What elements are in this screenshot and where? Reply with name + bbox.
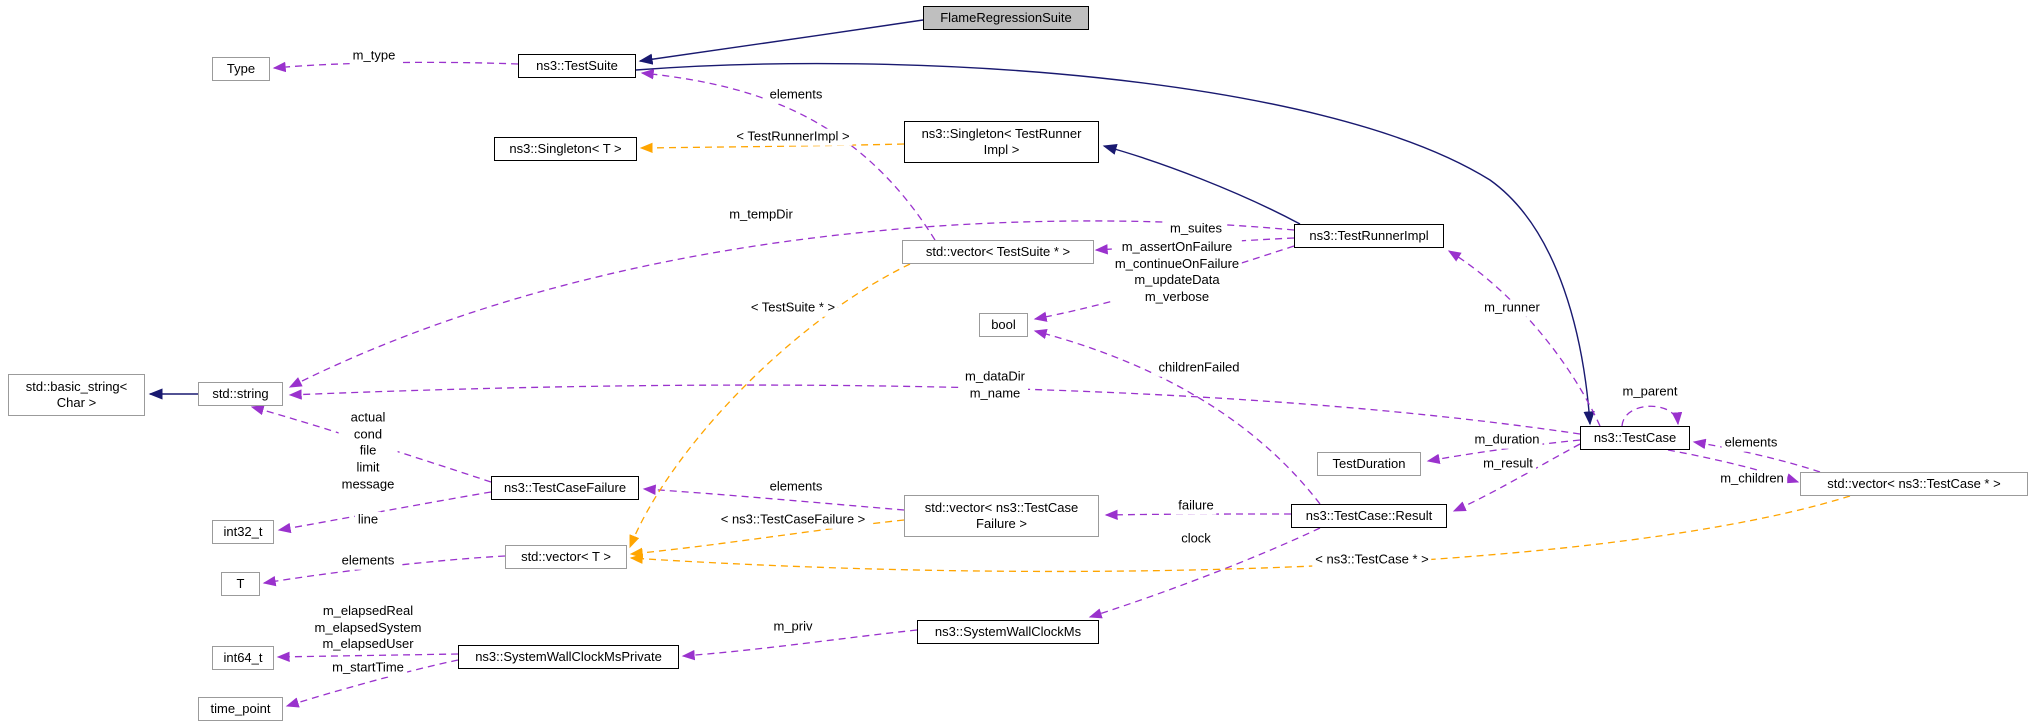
node-label: ns3::SystemWallClockMs xyxy=(934,624,1082,640)
node-flame-regression-suite: FlameRegressionSuite xyxy=(923,6,1089,30)
node-label: ns3::SystemWallClockMsPrivate xyxy=(475,649,662,665)
edge-label-m-suites: m_suites xyxy=(1166,220,1226,238)
edge-label-childrenfailed: childrenFailed xyxy=(1155,359,1243,377)
node-bool: bool xyxy=(979,313,1028,337)
edge-label-line: line xyxy=(354,511,382,529)
node-label: std::string xyxy=(212,386,269,402)
node-label: FlameRegressionSuite xyxy=(940,10,1072,26)
edge-elements-failures xyxy=(642,484,905,511)
node-label: ns3::Singleton< T > xyxy=(509,141,622,157)
node-basic-string: std::basic_string< Char > xyxy=(8,374,145,416)
node-label: std::vector< ns3::TestCase Failure > xyxy=(924,500,1079,531)
node-int64-t: int64_t xyxy=(212,646,274,670)
edge-label-m-priv: m_priv xyxy=(770,618,816,636)
node-type: Type xyxy=(212,57,270,81)
edge-runner-flags xyxy=(1033,245,1295,322)
edge-m-parent-selfloop xyxy=(1621,405,1683,427)
edge-label-failure: failure xyxy=(1175,497,1217,515)
edge-label-m-runner: m_runner xyxy=(1481,299,1543,317)
node-test-case-failure[interactable]: ns3::TestCaseFailure xyxy=(491,476,639,500)
node-test-duration: TestDuration xyxy=(1317,452,1421,476)
node-time-point: time_point xyxy=(198,697,283,721)
edge-label-m-starttime: m_startTime xyxy=(329,659,407,677)
node-test-case[interactable]: ns3::TestCase xyxy=(1580,426,1690,450)
node-t: T xyxy=(221,572,260,596)
edge-m-result xyxy=(1452,443,1581,512)
edge-elements-children xyxy=(1692,438,1821,473)
node-label: std::vector< ns3::TestCase * > xyxy=(1827,476,2001,492)
node-singleton-t[interactable]: ns3::Singleton< T > xyxy=(494,137,637,161)
node-label: ns3::Singleton< TestRunner Impl > xyxy=(921,126,1082,157)
edge-label-m-duration: m_duration xyxy=(1471,431,1543,449)
edge-label-tmpl-test-case-failure: < ns3::TestCaseFailure > xyxy=(717,511,869,529)
edge-label-tmpl-test-case-ptr: < ns3::TestCase * > xyxy=(1312,551,1432,569)
edge-label-tmpl-test-suite-ptr: < TestSuite * > xyxy=(747,299,839,317)
edge-label-elapsed-times: m_elapsedReal m_elapsedSystem m_elapsedU… xyxy=(311,603,425,653)
edge-label-m-parent: m_parent xyxy=(1619,383,1681,401)
edge-inherit-flameregressionsuite-testsuite xyxy=(638,19,924,65)
edge-label-tmpl-test-runner-impl: < TestRunnerImpl > xyxy=(733,128,853,146)
edge-label-elements-children: elements xyxy=(1721,434,1781,452)
node-label: time_point xyxy=(210,701,271,717)
edge-m-duration xyxy=(1426,439,1581,465)
edge-m-tempdir xyxy=(288,220,1295,388)
edge-elapsed-times xyxy=(276,651,459,662)
node-label: ns3::TestSuite xyxy=(536,58,618,74)
node-vector-t: std::vector< T > xyxy=(505,545,627,569)
node-label: std::vector< TestSuite * > xyxy=(925,244,1071,260)
edge-label-m-type: m_type xyxy=(349,47,399,65)
edge-label-m-children: m_children xyxy=(1717,470,1787,488)
edge-tmpl-testcasefailure xyxy=(629,519,905,559)
node-test-suite[interactable]: ns3::TestSuite xyxy=(518,54,636,78)
node-string: std::string xyxy=(198,382,283,406)
node-vector-test-suite: std::vector< TestSuite * > xyxy=(902,240,1094,264)
edge-m-runner xyxy=(1447,250,1601,427)
edge-clock xyxy=(1088,527,1321,619)
edge-label-m-datadir-m-name: m_dataDir m_name xyxy=(962,368,1028,402)
node-int32-t: int32_t xyxy=(212,520,274,544)
edge-line xyxy=(277,491,492,534)
node-label: int64_t xyxy=(223,650,263,666)
node-system-wall-clock-ms-private[interactable]: ns3::SystemWallClockMsPrivate xyxy=(458,645,679,669)
edge-tmpl-testcase-ptr xyxy=(629,495,1851,573)
edge-tmpl-testsuite-ptr xyxy=(629,263,911,549)
edge-label-elements-vector-t: elements xyxy=(338,552,398,570)
node-label: std::basic_string< Char > xyxy=(25,379,128,410)
edge-label-clock: clock xyxy=(1178,530,1214,548)
node-label: ns3::TestRunnerImpl xyxy=(1309,228,1429,244)
node-label: ns3::TestCase::Result xyxy=(1305,508,1433,524)
node-singleton-test-runner-impl[interactable]: ns3::Singleton< TestRunner Impl > xyxy=(904,121,1099,163)
edge-label-elements-failures: elements xyxy=(766,478,826,496)
edge-failure-strings xyxy=(250,405,492,483)
node-test-runner-impl[interactable]: ns3::TestRunnerImpl xyxy=(1294,224,1444,248)
node-system-wall-clock-ms[interactable]: ns3::SystemWallClockMs xyxy=(917,620,1099,644)
node-test-case-result[interactable]: ns3::TestCase::Result xyxy=(1291,504,1447,528)
node-label: ns3::TestCase xyxy=(1593,430,1677,446)
edge-m-priv xyxy=(681,629,918,661)
edge-label-elements-suites: elements xyxy=(766,86,826,104)
edge-inherit-testrunnerimpl-singleton xyxy=(1102,143,1301,225)
edge-elements-suites xyxy=(640,69,936,241)
node-label: int32_t xyxy=(223,524,263,540)
edge-label-failure-strings: actual cond file limit message xyxy=(338,409,398,493)
node-label: std::vector< T > xyxy=(521,549,611,565)
edge-childrenfailed xyxy=(1033,328,1321,505)
edge-label-m-tempdir: m_tempDir xyxy=(726,206,796,224)
edge-label-runner-flags: m_assertOnFailure m_continueOnFailure m_… xyxy=(1111,238,1243,306)
node-label: T xyxy=(236,576,245,592)
node-label: Type xyxy=(226,61,256,77)
node-label: TestDuration xyxy=(1332,456,1406,472)
edge-m-datadir-m-name xyxy=(288,384,1581,435)
edge-inherit-testsuite-testcase xyxy=(635,62,1595,426)
node-label: ns3::TestCaseFailure xyxy=(503,480,627,496)
node-vector-test-case-failure: std::vector< ns3::TestCase Failure > xyxy=(904,495,1099,537)
edge-tmpl-testrunnerimpl xyxy=(639,142,905,154)
edge-label-m-result: m_result xyxy=(1480,455,1536,473)
node-label: bool xyxy=(991,317,1016,333)
node-vector-test-case: std::vector< ns3::TestCase * > xyxy=(1800,472,2028,496)
edge-m-starttime xyxy=(285,659,459,708)
